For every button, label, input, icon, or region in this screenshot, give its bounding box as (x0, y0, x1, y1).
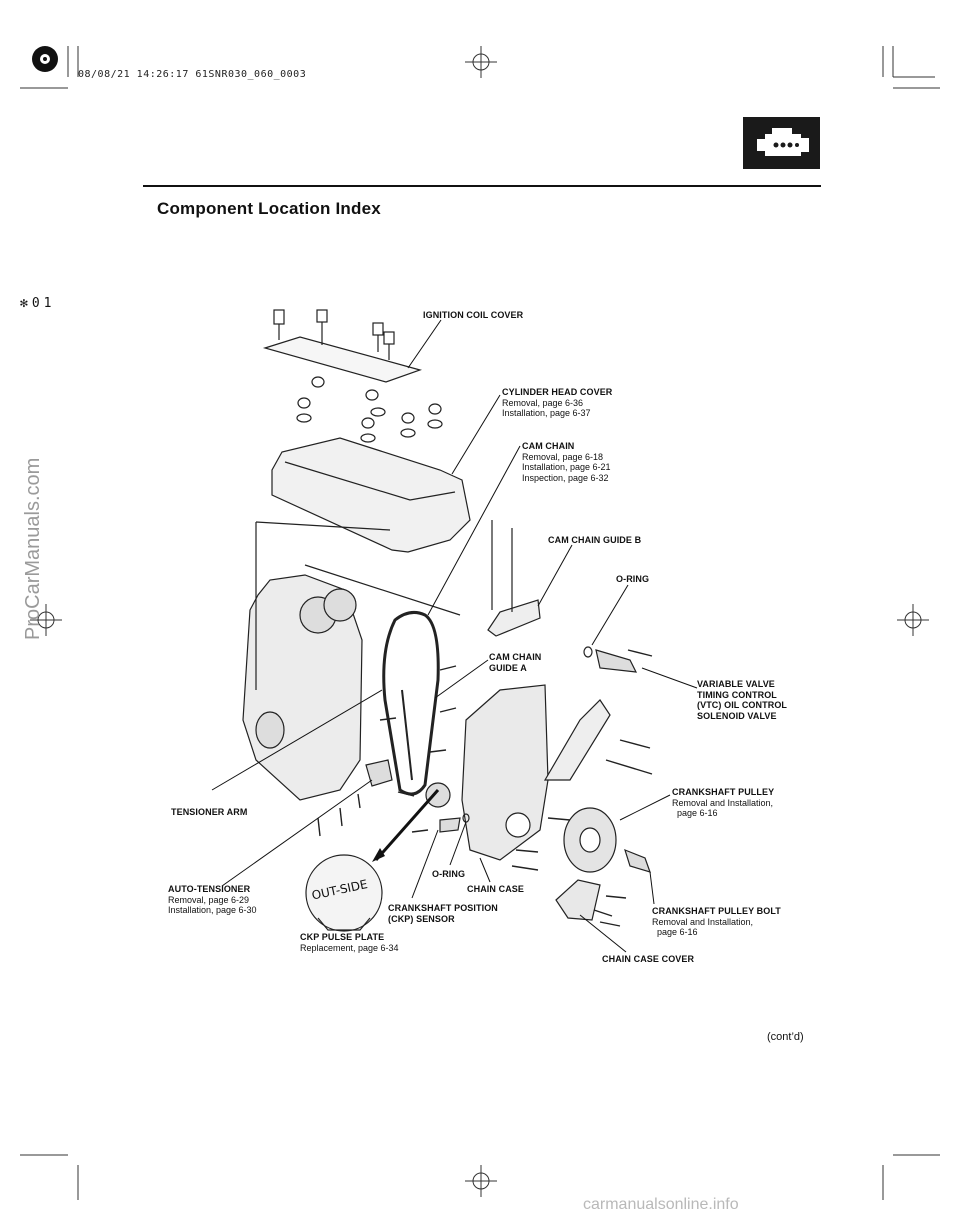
page-title: Component Location Index (157, 199, 381, 218)
oil-filter-part (255, 711, 285, 749)
crankshaft-pulley-bolt-part (624, 848, 651, 873)
header-rule (143, 185, 821, 187)
auto-tensioner-part (365, 759, 393, 787)
label-cam-chain-guide-a: CAM CHAIN GUIDE A (489, 652, 542, 673)
label-ckp-pulse-plate: CKP PULSE PLATE Replacement, page 6-34 (300, 932, 399, 953)
crop-marks (20, 46, 940, 1200)
fastener-bolts (317, 649, 653, 927)
tensioner-arm-part (401, 689, 413, 781)
chain-case-cover-part (555, 879, 601, 921)
watermark-bottom: carmanualsonline.info (583, 1196, 739, 1213)
ignition-coil-cover-bolts (273, 309, 395, 360)
ignition-coil-cover-part (262, 336, 423, 383)
crank-sprocket-part (425, 782, 451, 808)
ckp-pulse-plate-pointer-head (372, 848, 385, 862)
mount-bracket-part (543, 699, 611, 781)
print-timestamp: 08/08/21 14:26:17 61SNR030_060_0003 (78, 69, 307, 80)
chain-case-part (461, 684, 549, 861)
engine-section-badge (743, 117, 820, 169)
revision-marker: ✻01 (20, 296, 56, 311)
label-vtc-solenoid-valve: VARIABLE VALVE TIMING CONTROL (VTC) OIL … (697, 679, 788, 721)
label-ckp-sensor: CRANKSHAFT POSITION (CKP) SENSOR (388, 903, 498, 924)
label-crankshaft-pulley: CRANKSHAFT PULLEY Removal and Installati… (672, 787, 775, 818)
ckp-sensor-part (439, 817, 461, 833)
label-cylinder-head-cover: CYLINDER HEAD COVER Removal, page 6-36 I… (502, 387, 613, 418)
label-ignition-coil-cover: IGNITION COIL COVER (423, 310, 524, 320)
ckp-pulse-plate-part (305, 854, 383, 932)
label-crankshaft-pulley-bolt: CRANKSHAFT PULLEY BOLT Removal and Insta… (652, 906, 781, 937)
engine-icon (757, 128, 809, 156)
continued-note: (cont’d) (767, 1031, 804, 1043)
cam-sprocket-2 (323, 588, 357, 622)
leader-lines (211, 319, 698, 953)
label-tensioner-arm: TENSIONER ARM (171, 807, 248, 817)
registration-mark-top-left (32, 46, 58, 72)
center-cross-left (30, 604, 62, 636)
label-chain-case-cover: CHAIN CASE COVER (602, 954, 695, 964)
center-cross-bottom (465, 1165, 497, 1197)
o-ring-part-1 (583, 646, 593, 658)
vtc-solenoid-part (595, 649, 638, 673)
center-cross-right (897, 604, 929, 636)
label-o-ring-ckp: O-RING (432, 869, 466, 879)
label-o-ring-vtc: O-RING (616, 574, 650, 584)
cam-chain-guide-b-part (487, 599, 541, 637)
label-cam-chain: CAM CHAIN Removal, page 6-18 Installatio… (522, 441, 611, 483)
cam-chain-part (382, 610, 440, 796)
center-cross-top (465, 46, 497, 78)
cylinder-head-cover-part (271, 437, 471, 553)
label-auto-tensioner: AUTO-TENSIONER Removal, page 6-29 Instal… (168, 884, 257, 915)
cylinder-head-cover-grommets (296, 376, 443, 443)
watermark-side: ProCarManuals.com (22, 457, 44, 640)
label-cam-chain-guide-b: CAM CHAIN GUIDE B (548, 535, 642, 545)
ckp-pulse-plate-pointer (374, 789, 440, 861)
label-chain-case: CHAIN CASE (467, 884, 525, 894)
